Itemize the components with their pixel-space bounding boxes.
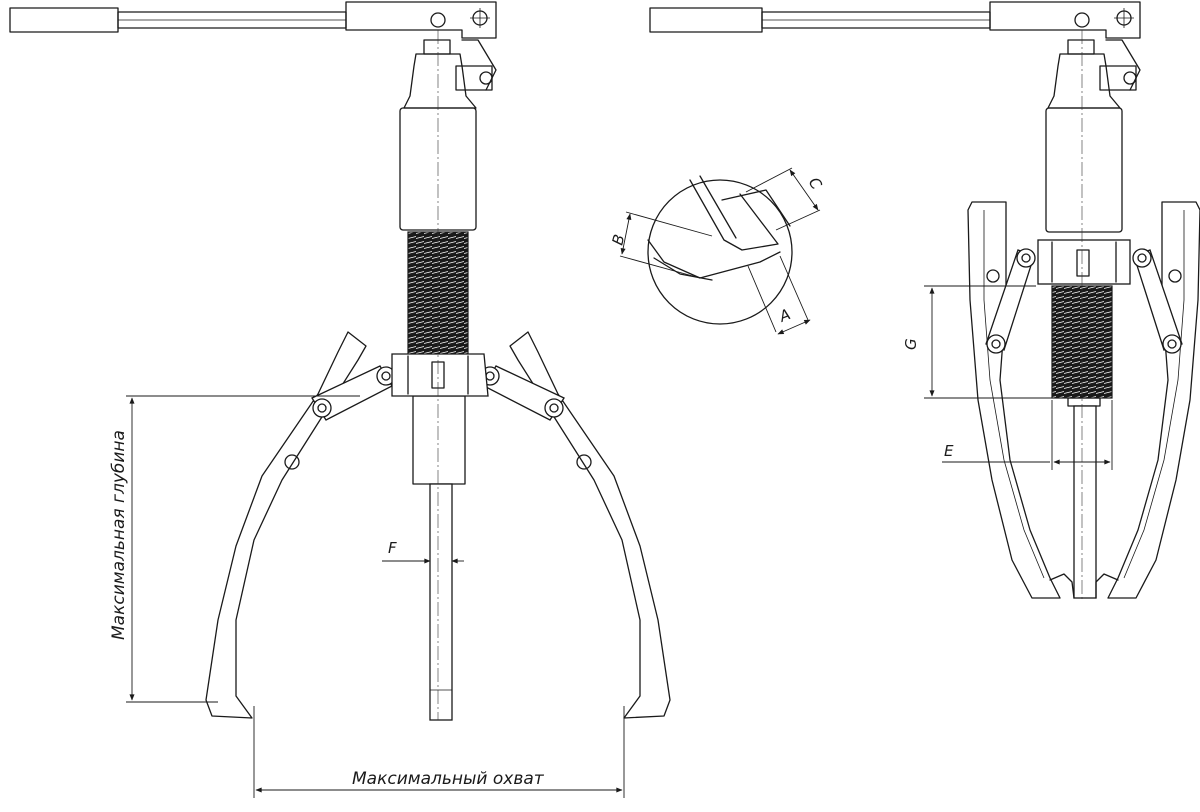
dim-E: E [942, 400, 1113, 470]
right-handle [649, 1, 1141, 39]
detail-view-jaw-tip: A B C [608, 167, 826, 335]
right-links [985, 248, 1183, 354]
label-B: B [608, 232, 628, 247]
left-pump-head [403, 39, 497, 109]
dim-G: G [902, 285, 1052, 399]
label-A: A [776, 305, 793, 326]
left-screw-rod [429, 483, 453, 721]
right-hub [1037, 239, 1131, 285]
label-max-depth: Максимальная глубина [109, 430, 129, 640]
label-C: C [805, 174, 826, 193]
label-G: G [902, 338, 920, 350]
dim-max-depth: Максимальная глубина [109, 395, 360, 703]
label-E: E [944, 442, 954, 460]
left-hub [391, 353, 489, 397]
right-view-puller: G E [649, 1, 1200, 600]
right-pump-head [1047, 39, 1141, 109]
dim-max-reach: Максимальный охват [253, 706, 625, 798]
left-handle [9, 1, 497, 39]
right-screw-rod [1073, 405, 1097, 599]
label-F: F [388, 539, 397, 557]
left-view-puller: Максимальная глубина Максимальный охват … [9, 1, 671, 798]
left-center-bar [412, 395, 466, 485]
right-cylinder [1045, 107, 1123, 233]
label-max-reach: Максимальный охват [352, 769, 545, 789]
dim-F: F [382, 530, 464, 566]
